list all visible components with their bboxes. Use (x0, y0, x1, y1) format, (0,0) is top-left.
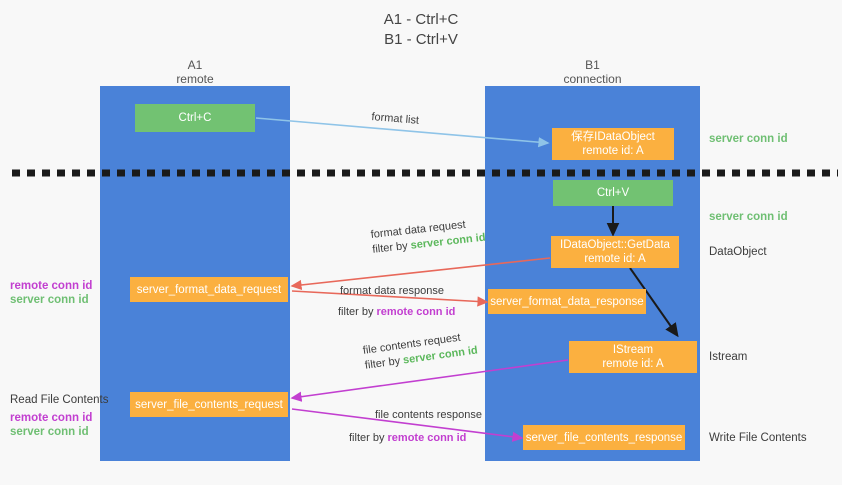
box-save-idataobject-line1: 保存IDataObject (571, 131, 655, 143)
box-server-file-contents-response[interactable]: server_file_contents_response (523, 425, 685, 450)
box-ctrl-v[interactable]: Ctrl+V (553, 180, 673, 206)
title-line-2: B1 - Ctrl+V (384, 31, 458, 48)
box-save-idataobject[interactable]: 保存IDataObject remote id: A (552, 128, 674, 160)
annotation-remote-conn-id-2: remote conn id (10, 412, 93, 424)
lane-b1-sub: connection (563, 72, 622, 86)
box-ctrl-v-label: Ctrl+V (596, 187, 630, 199)
box-server-format-data-request[interactable]: server_format_data_request (130, 277, 288, 302)
annotation-read-file-contents: Read File Contents (10, 394, 109, 406)
filter-remote-conn-id-1: remote conn id (376, 306, 456, 318)
box-save-idataobject-line2: remote id: A (582, 145, 644, 157)
filter-by-text-4: filter by (349, 432, 388, 444)
box-istream[interactable]: IStream remote id: A (569, 341, 697, 373)
annotation-dataobject: DataObject (709, 246, 767, 258)
title-line-1: A1 - Ctrl+C (383, 11, 459, 28)
filter-by-text-2: filter by (338, 306, 377, 318)
box-getdata-line2: remote id: A (584, 253, 646, 265)
flow-label-file-contents-response-filter: filter by remote conn id (349, 431, 482, 446)
filter-remote-conn-id-2: remote conn id (387, 432, 467, 444)
flow-label-format-data-response: format data response filter by remote co… (338, 284, 455, 320)
filter-by-text-3: filter by (364, 354, 404, 372)
box-server-file-contents-request[interactable]: server_file_contents_request (130, 392, 288, 417)
flow-label-format-data-request: format data request filter by server con… (370, 216, 486, 258)
box-ctrl-c-label: Ctrl+C (178, 112, 212, 124)
box-server-file-contents-request-label: server_file_contents_request (135, 398, 283, 411)
lane-b1-name: B1 (585, 58, 600, 72)
box-ctrl-c[interactable]: Ctrl+C (135, 104, 255, 132)
box-server-format-data-response-label: server_format_data_response (490, 295, 644, 308)
annotation-server-conn-id-2: server conn id (709, 211, 788, 223)
box-idataobject-getdata[interactable]: IDataObject::GetData remote id: A (551, 236, 679, 268)
lane-a1-sub: remote (176, 72, 214, 86)
flow-label-file-contents-request: file contents request filter by server c… (362, 329, 479, 374)
lane-a1-name: A1 (187, 58, 203, 72)
annotation-server-conn-id-4: server conn id (10, 426, 89, 438)
annotation-remote-conn-id-1: remote conn id (10, 280, 93, 292)
flow-label-format-data-response-text: format data response (340, 285, 444, 297)
annotation-server-conn-id-3: server conn id (10, 294, 89, 306)
annotation-write-file-contents: Write File Contents (709, 432, 807, 444)
lane-header-b1: B1 connection (485, 58, 700, 86)
annotation-istream: Istream (709, 351, 748, 363)
annotation-server-conn-id-1: server conn id (709, 133, 788, 145)
box-istream-line1: IStream (612, 344, 654, 356)
box-server-format-data-request-label: server_format_data_request (136, 283, 282, 296)
lane-header-a1: A1 remote (100, 58, 290, 86)
box-server-file-contents-response-label: server_file_contents_response (525, 431, 683, 444)
flow-label-format-list: format list (370, 110, 420, 127)
page-title: A1 - Ctrl+C B1 - Ctrl+V (0, 10, 842, 50)
filter-by-text-1: filter by (371, 239, 412, 256)
box-istream-line2: remote id: A (602, 358, 664, 370)
box-getdata-line1: IDataObject::GetData (560, 239, 670, 251)
flow-label-file-contents-response: file contents response filter by remote … (349, 408, 483, 446)
flow-label-file-contents-response-text: file contents response (375, 409, 483, 421)
box-server-format-data-response[interactable]: server_format_data_response (488, 289, 646, 314)
flow-label-format-data-response-filter: filter by remote conn id (338, 305, 455, 320)
